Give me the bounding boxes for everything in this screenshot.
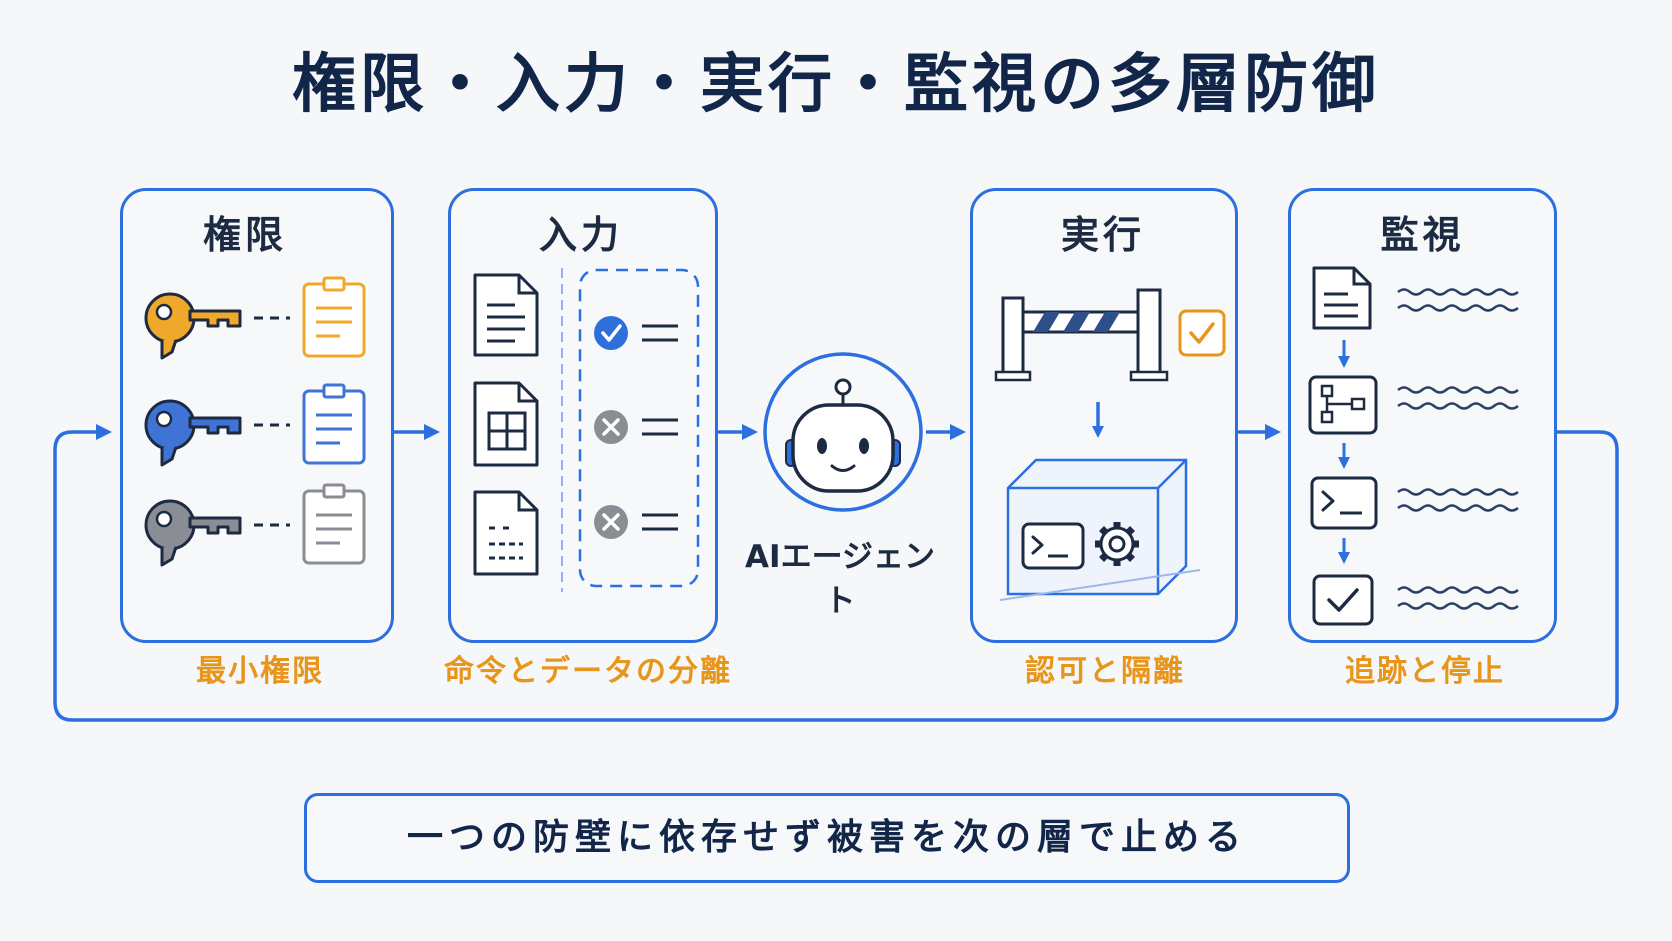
panel-title-input: 入力 xyxy=(538,213,623,257)
footer-message: 一つの防壁に依存せず被害を次の層で止める xyxy=(406,817,1247,858)
gear-icon xyxy=(1095,522,1139,566)
log-line xyxy=(1397,386,1519,394)
feedback-loop-line xyxy=(53,424,1619,722)
key-icon xyxy=(144,292,290,360)
log-line xyxy=(1397,586,1519,594)
caption-execution: 認可と隔離 xyxy=(1025,654,1185,689)
barrier-gate-icon xyxy=(994,288,1169,382)
clipboard-icon xyxy=(302,483,366,565)
x-circle-icon xyxy=(594,410,678,444)
caption-permission: 最小権限 xyxy=(196,654,324,689)
flowchart-icon xyxy=(1308,375,1378,435)
checkbox-icon xyxy=(1178,309,1226,357)
caption-input: 命令とデータの分離 xyxy=(444,654,732,689)
log-line xyxy=(1397,304,1519,312)
instruction-data-box xyxy=(578,268,700,588)
key-icon xyxy=(144,499,290,567)
caption-monitor: 追跡と停止 xyxy=(1345,654,1505,689)
clipboard-icon xyxy=(302,383,366,465)
log-lines xyxy=(1397,288,1519,610)
panel-title-monitor: 監視 xyxy=(1380,213,1465,257)
x-circle-icon xyxy=(594,505,678,539)
agent-label: AIエージェント xyxy=(745,539,935,619)
document-icon xyxy=(473,273,539,357)
log-line xyxy=(1397,402,1519,410)
clipboard-icon xyxy=(302,276,366,358)
spreadsheet-icon xyxy=(473,381,539,467)
check-box-icon xyxy=(1312,574,1374,626)
log-line xyxy=(1397,488,1519,496)
check-circle-icon xyxy=(594,316,678,350)
robot-icon xyxy=(763,352,923,512)
log-line xyxy=(1397,602,1519,610)
log-line xyxy=(1397,288,1519,296)
terminal-icon xyxy=(1021,522,1085,570)
terminal-icon xyxy=(1310,476,1378,530)
document-data-icon xyxy=(473,490,539,576)
key-icon xyxy=(144,399,290,467)
panel-title-execution: 実行 xyxy=(1060,213,1145,257)
log-line xyxy=(1397,504,1519,512)
log-document-icon xyxy=(1312,266,1372,330)
page-title: 権限・入力・実行・監視の多層防御 xyxy=(292,48,1380,122)
panel-title-permission: 権限 xyxy=(202,213,287,257)
footer-box xyxy=(304,793,1350,883)
